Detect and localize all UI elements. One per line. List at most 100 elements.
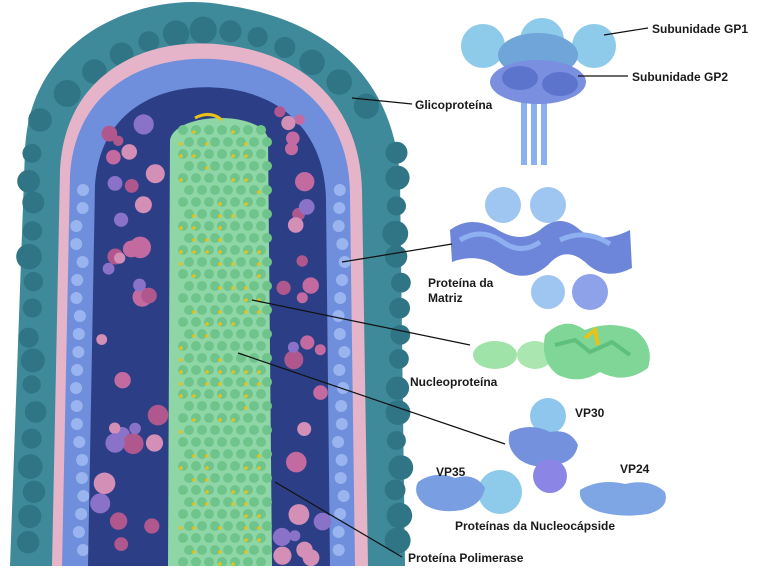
rna-dot [192, 550, 196, 554]
matrix-blob [333, 526, 345, 538]
helix-subunit [223, 305, 233, 315]
helix-subunit [191, 245, 201, 255]
helix-subunit [210, 545, 220, 555]
lumen-protein [106, 150, 121, 165]
rna-dot [192, 418, 196, 422]
matrix-blob [338, 346, 350, 358]
helix-subunit [204, 341, 214, 351]
rna-dot [179, 466, 183, 470]
helix-subunit [249, 425, 259, 435]
helix-subunit [256, 125, 266, 135]
helix-subunit [230, 317, 240, 327]
lumen-protein [286, 132, 300, 146]
helix-subunit [243, 197, 253, 207]
helix-subunit [210, 377, 220, 387]
helix-subunit [210, 449, 220, 459]
helix-subunit [217, 125, 227, 135]
rna-dot [257, 370, 261, 374]
vp24-label: VP24 [620, 462, 649, 476]
helix-subunit [262, 137, 272, 147]
helix-subunit [262, 545, 272, 555]
helix-subunit [230, 509, 240, 519]
helix-subunit [217, 245, 227, 255]
matrix-blob [70, 382, 82, 394]
rna-dot [192, 454, 196, 458]
rna-dot [231, 262, 235, 266]
rna-dot [244, 406, 248, 410]
lumen-protein [103, 263, 115, 275]
vp24-protein-icon [580, 482, 666, 516]
lumen-protein [273, 528, 291, 546]
matrix-blob [72, 346, 84, 358]
helix-subunit [256, 365, 266, 375]
rna-dot [257, 250, 261, 254]
helix-subunit [243, 533, 253, 543]
lumen-protein [303, 277, 319, 293]
lumen-protein [295, 172, 314, 191]
virus-particle [10, 2, 413, 566]
helix-subunit [249, 137, 259, 147]
rna-dot [205, 370, 209, 374]
matrix-blob [334, 292, 346, 304]
matrix-blob [335, 472, 347, 484]
rna-dot [205, 454, 209, 458]
lumen-protein [295, 115, 305, 125]
helix-subunit [243, 269, 253, 279]
matrix-blob [76, 454, 88, 466]
helix-subunit [243, 389, 253, 399]
helix-subunit [184, 257, 194, 267]
helix-subunit [223, 353, 233, 363]
lumen-protein [146, 434, 163, 451]
helix-subunit [210, 305, 220, 315]
helix-subunit [210, 257, 220, 267]
helix-subunit [249, 161, 259, 171]
rna-dot [231, 370, 235, 374]
rna-dot [205, 238, 209, 242]
lumen-protein [134, 114, 154, 134]
matrix-blob [71, 274, 83, 286]
helix-subunit [184, 521, 194, 531]
helix-subunit [217, 293, 227, 303]
helix-subunit [191, 173, 201, 183]
helix-subunit [262, 521, 272, 531]
nucleoprotein-helix [178, 125, 272, 566]
helix-subunit [191, 413, 201, 423]
rna-dot [192, 154, 196, 158]
rna-dot [244, 178, 248, 182]
rna-dot [218, 262, 222, 266]
lumen-protein [135, 196, 152, 213]
helix-subunit [217, 269, 227, 279]
rna-dot [192, 478, 196, 482]
helix-subunit [178, 389, 188, 399]
helix-subunit [197, 161, 207, 171]
helix-subunit [210, 329, 220, 339]
helix-subunit [249, 233, 259, 243]
helix-subunit [236, 425, 246, 435]
helix-subunit [243, 173, 253, 183]
helix-subunit [256, 221, 266, 231]
helix-subunit [178, 269, 188, 279]
rna-dot [218, 322, 222, 326]
rna-dot [179, 382, 183, 386]
lumen-protein [96, 334, 107, 345]
helix-subunit [236, 473, 246, 483]
rna-dot [192, 250, 196, 254]
matrix-blob [333, 544, 345, 556]
rna-dot [218, 202, 222, 206]
helix-subunit [178, 485, 188, 495]
helix-subunit [197, 497, 207, 507]
rna-dot [192, 130, 196, 134]
helix-subunit [236, 281, 246, 291]
rna-dot [192, 226, 196, 230]
helix-subunit [191, 341, 201, 351]
lumen-protein [141, 288, 157, 304]
vp35-protein-icon [416, 470, 522, 514]
matrix-blob [71, 400, 83, 412]
vp30-protein-icon [509, 398, 578, 493]
rna-dot [205, 502, 209, 506]
lumen-protein [289, 504, 310, 525]
helix-subunit [243, 365, 253, 375]
matrix-blob [74, 310, 86, 322]
nucleocapsid-label: Proteínas da Nucleocápside [455, 519, 615, 533]
matrix-blob [71, 364, 83, 376]
